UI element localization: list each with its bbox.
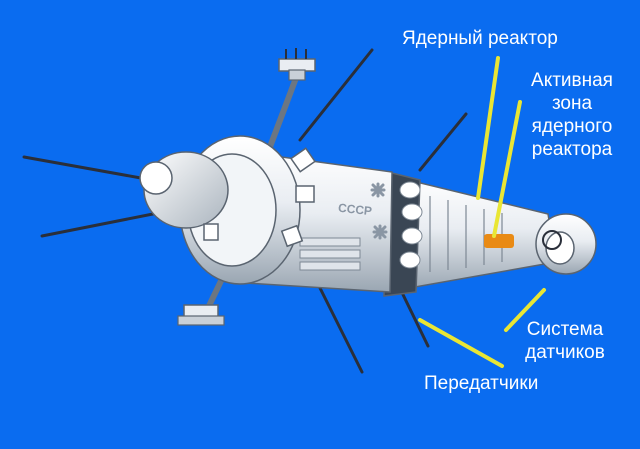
- antenna-right: [418, 112, 468, 172]
- reactor-label: Ядерный реактор: [402, 28, 558, 49]
- nose-cone-tip: [139, 161, 173, 195]
- reactor-core-label-line: реактора: [531, 139, 613, 160]
- radiator-panels: [299, 237, 361, 271]
- leader-core: [492, 100, 522, 238]
- leader-sensors: [504, 288, 546, 332]
- sensor-system-label-line: датчиков: [525, 342, 605, 363]
- reactor-core-label-line: ядерного: [531, 116, 613, 137]
- sensor-system-label: Система датчиков: [514, 318, 616, 364]
- antenna-bottom-left: [310, 270, 364, 374]
- reactor-core-highlight: [484, 234, 514, 248]
- reactor-core-label: Активная зона ядерного реактора: [520, 69, 624, 161]
- reactor-core-label-line: Активная: [531, 70, 613, 91]
- reactor-core-label-line: зона: [551, 93, 593, 114]
- antenna-left-lower: [40, 209, 170, 238]
- satellite-body: [139, 135, 597, 297]
- leader-reactor: [476, 56, 500, 200]
- leader-transmitters: [418, 318, 504, 368]
- sensor-system-label-line: Система: [526, 319, 604, 340]
- leader-lines: [418, 56, 546, 368]
- soviet-emblems: [370, 182, 388, 240]
- country-marking: СССР: [337, 201, 372, 218]
- transmitters-label: Передатчики: [424, 373, 539, 394]
- antenna-top: [298, 48, 374, 142]
- antenna-left-upper: [22, 155, 154, 182]
- collar-bumps: [399, 181, 423, 269]
